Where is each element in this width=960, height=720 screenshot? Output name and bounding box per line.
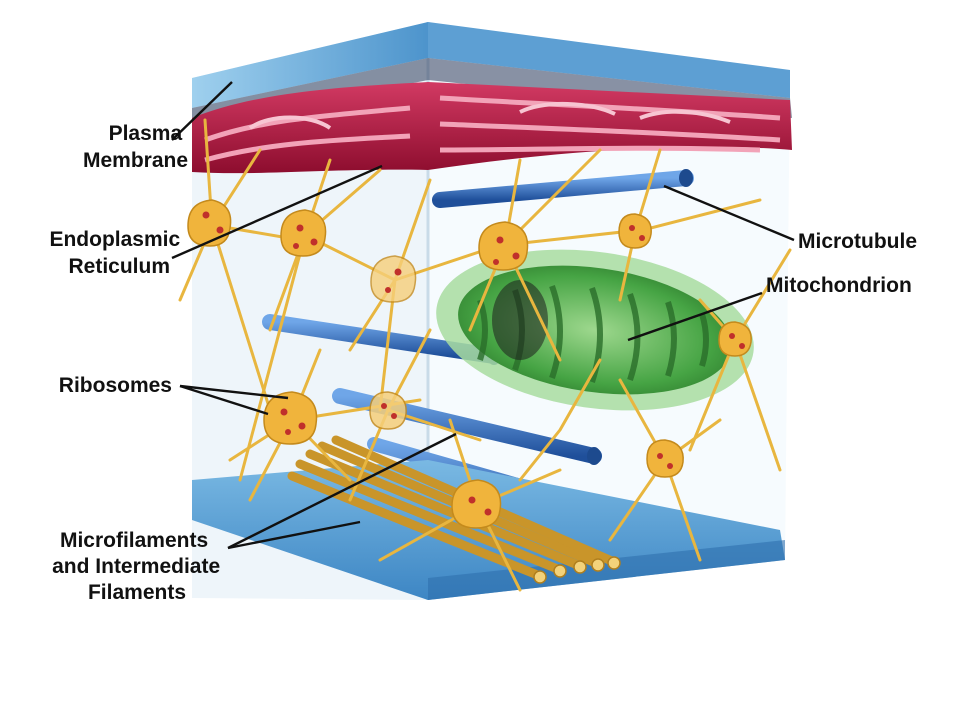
leader-lines [171, 81, 795, 550]
filament-node [646, 439, 684, 478]
ribosome-cells [187, 199, 752, 529]
endoplasmic-reticulum [192, 82, 792, 174]
label-microfilaments: Microfilaments and Intermediate Filament… [52, 529, 226, 604]
label-plasma-membrane: Plasma Membrane [83, 122, 188, 172]
mitochondrion [436, 249, 754, 411]
filament-node [451, 479, 502, 529]
leader-endoplasmic-reticulum [171, 164, 383, 260]
leader-ribosome-a [179, 384, 269, 416]
filament-node [369, 391, 407, 430]
filament-node [280, 209, 327, 257]
label-microtubule: Microtubule [798, 230, 917, 253]
label-ribosomes: Ribosomes [59, 374, 172, 397]
label-endoplasmic-reticulum: Endoplasmic Reticulum [49, 228, 186, 278]
filament-node [370, 255, 417, 303]
leader-mitochondrion [627, 291, 763, 342]
leader-microfilament-a [227, 520, 361, 550]
ribosome-dots [202, 211, 745, 516]
leader-microfilament-b [227, 432, 457, 550]
label-mitochondrion: Mitochondrion [766, 274, 912, 297]
filament-node [263, 391, 318, 445]
leader-ribosome-b [179, 384, 289, 400]
filament-node [187, 199, 232, 247]
filament-node [478, 221, 529, 271]
leader-microtubule [663, 184, 795, 242]
filament-node [718, 321, 752, 357]
labels: Plasma Membrane Endoplasmic Reticulum Ri… [49, 122, 917, 604]
leader-plasma-membrane [171, 81, 233, 141]
filament-node [618, 213, 652, 249]
